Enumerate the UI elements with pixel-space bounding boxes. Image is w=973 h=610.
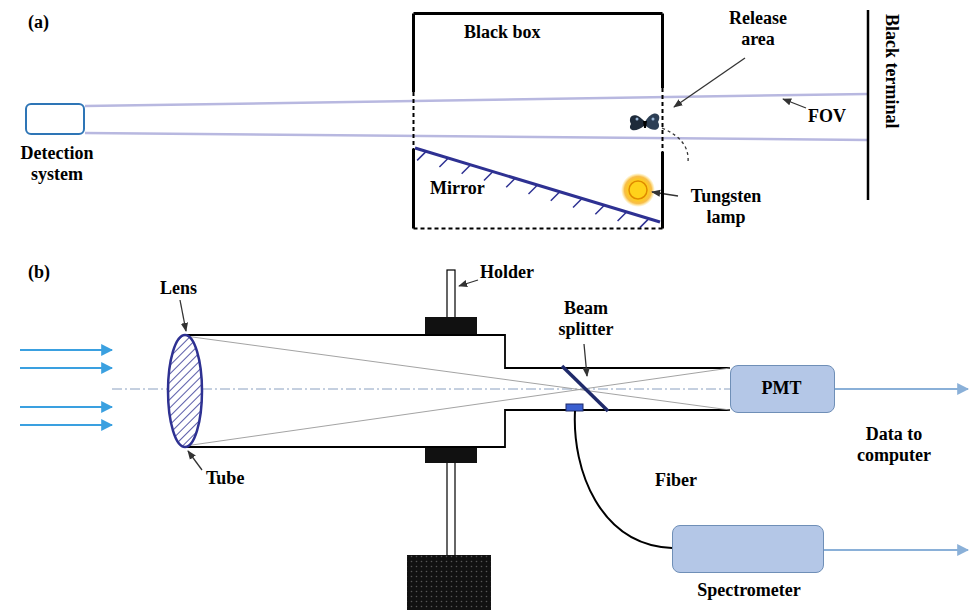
beam-splitter [562,366,608,411]
node-text: PMT [762,378,802,399]
mirror [415,148,660,228]
data-arrow [835,388,968,390]
tungsten-lamp [621,173,655,207]
part-label: Tungsten lamp [680,186,772,228]
leader-line [459,280,478,286]
node-text: Spectrometer [664,580,834,601]
spectrometer-box: Spectrometer [672,525,824,573]
detector-box: Detection system [25,103,85,135]
panel-letter: (a) [28,12,49,33]
part-label: Holder [480,262,534,283]
butterfly [630,114,659,131]
signal-label: Data to computer [846,424,942,466]
part-label: Lens [160,278,197,299]
node-text: Black box [464,22,541,43]
panel-letter: (b) [28,262,50,283]
leader-line [652,192,678,196]
fiber-coupler [566,404,583,411]
optical-axis [112,389,730,390]
holder [407,270,491,610]
part-label: Mirror [430,178,485,199]
leader-line [180,300,186,331]
part-label: Tube [206,468,244,489]
callout-label: Release area [712,8,804,50]
release-path [662,128,688,162]
black-terminal [867,10,870,200]
pmt-box: PMT [730,365,835,413]
lens [168,335,202,447]
data-arrow [824,549,968,551]
leader-line [783,99,806,108]
leader-line [674,58,745,107]
leader-line [584,344,587,376]
part-label: Fiber [655,470,697,491]
tube [185,335,730,447]
part-label: FOV [808,106,846,127]
light-cone [185,336,730,446]
leader-line [188,451,202,470]
fov-beam [85,94,868,140]
terminal-label: Black terminal [881,14,902,129]
part-label: Beam splitter [548,298,624,340]
incoming-light [20,350,112,425]
node-text: Detection system [11,143,103,185]
